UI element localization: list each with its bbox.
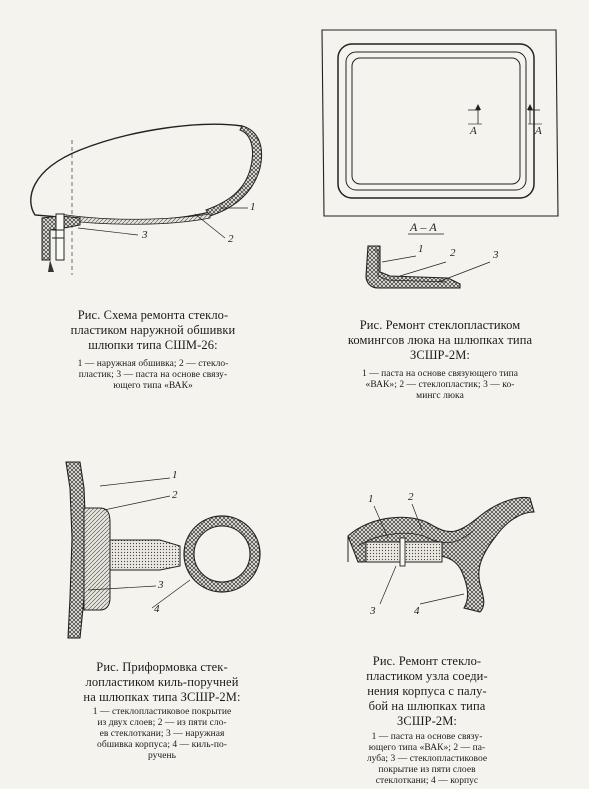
- figure-2-caption: Рис. Ремонт стеклопластиком комингсов лю…: [347, 318, 533, 362]
- figure-4-drawing: 1 2 3 4: [330, 486, 550, 626]
- fig4-label-4: 4: [414, 605, 420, 617]
- fig2-section-mark-right: А: [535, 125, 542, 137]
- fig1-label-3: 3: [142, 229, 148, 241]
- figure-1-caption: Рис. Схема ремонта стекло- пластиком нар…: [70, 308, 236, 352]
- figure-4-caption-block: Рис. Ремонт стекло- пластиком узла соеди…: [322, 654, 532, 787]
- fig3-label-3: 3: [158, 579, 164, 591]
- fig1-label-2: 2: [228, 233, 234, 245]
- figure-4-caption: Рис. Ремонт стекло- пластиком узла соеди…: [366, 654, 488, 728]
- figure-3-caption: Рис. Приформовка стек- лопластиком киль-…: [83, 660, 241, 704]
- fig3-label-4: 4: [154, 603, 160, 615]
- fig1-label-1: 1: [250, 201, 256, 213]
- figure-1-legend: 1 — наружная обшивка; 2 — стекло- пласти…: [77, 359, 229, 391]
- fig2-section-title: А – А: [410, 220, 437, 234]
- figure-1-caption-block: Рис. Схема ремонта стекло- пластиком нар…: [22, 308, 284, 392]
- hatch-coaming-diagram: [321, 29, 559, 289]
- fig2-section-mark-left: А: [470, 125, 477, 137]
- fig3-label-2: 2: [172, 489, 178, 501]
- fig2-label-1: 1: [418, 243, 424, 255]
- figure-4-legend: 1 — паста на основе связу- ющего типа «В…: [366, 732, 488, 786]
- fig4-label-2: 2: [408, 491, 414, 503]
- figure-2-legend: 1 — паста на основе связующего типа «ВАК…: [361, 369, 519, 401]
- fig2-label-2: 2: [450, 247, 456, 259]
- fig2-label-3: 3: [493, 249, 499, 261]
- keel-handrail-diagram: [65, 461, 261, 639]
- figure-1-drawing: 1 2 3: [20, 110, 280, 290]
- figure-3-drawing: 1 2 3 4: [60, 458, 290, 648]
- fig4-label-1: 1: [368, 493, 374, 505]
- figure-2-drawing: А А А – А 1 2 3: [318, 26, 578, 296]
- fig3-label-1: 1: [172, 469, 178, 481]
- fig4-label-3: 3: [370, 605, 376, 617]
- figure-2-caption-block: Рис. Ремонт стеклопластиком комингсов лю…: [300, 318, 580, 402]
- boat-hull-repair-diagram: [30, 123, 263, 275]
- figure-3-legend: 1 — стеклопластиковое покрытие из двух с…: [92, 707, 232, 761]
- hull-deck-joint-diagram: [347, 496, 535, 613]
- figure-3-caption-block: Рис. Приформовка стек- лопластиком киль-…: [42, 660, 282, 762]
